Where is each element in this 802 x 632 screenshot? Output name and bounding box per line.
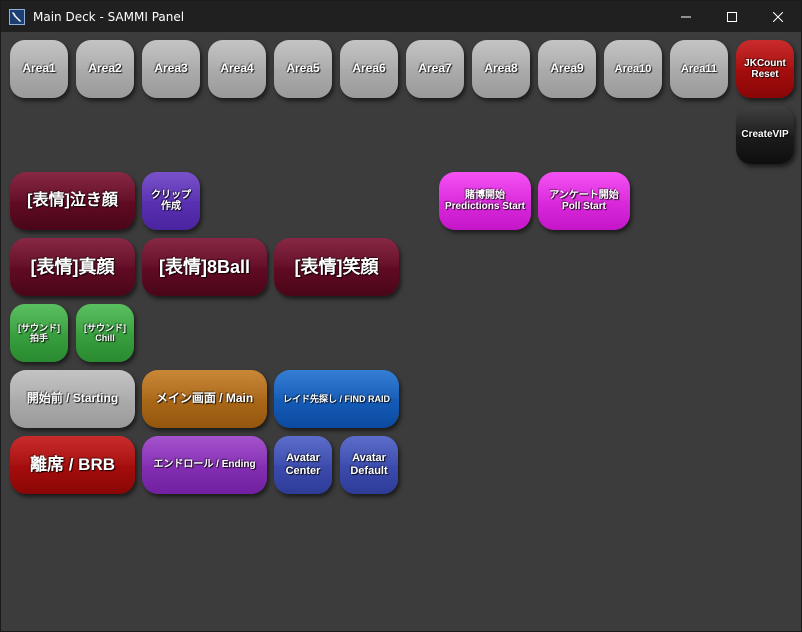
poll-start-label: アンケート開始 Poll Start: [549, 189, 619, 213]
sound-clap-button[interactable]: [サウンド] 拍手: [10, 304, 68, 362]
face-8ball-label: [表情]8Ball: [158, 256, 250, 277]
sound-chill-button[interactable]: [サウンド] Chill: [76, 304, 134, 362]
area10-label: Area10: [614, 62, 652, 75]
ending-scene-button[interactable]: エンドロール / Ending: [142, 436, 267, 494]
area8-label: Area8: [484, 61, 518, 76]
area3-label: Area3: [154, 61, 188, 76]
brb-scene-button[interactable]: 離席 / BRB: [10, 436, 135, 494]
area11-label: Area11: [680, 62, 718, 75]
area11-button[interactable]: Area11: [670, 40, 728, 98]
clip-create-label: クリップ 作成: [151, 189, 191, 213]
ending-scene-label: エンドロール / Ending: [153, 459, 256, 471]
maximize-button[interactable]: [709, 1, 755, 32]
avatar-default-button[interactable]: Avatar Default: [340, 436, 398, 494]
title-bar[interactable]: Main Deck - SAMMI Panel: [1, 1, 801, 32]
poll-start-button[interactable]: アンケート開始 Poll Start: [538, 172, 630, 230]
area5-button[interactable]: Area5: [274, 40, 332, 98]
create-vip-label: CreateVIP: [741, 129, 789, 141]
minimize-icon: [681, 16, 691, 17]
area5-label: Area5: [286, 61, 320, 76]
predictions-start-button[interactable]: 賭博開始 Predictions Start: [439, 172, 531, 230]
avatar-center-button[interactable]: Avatar Center: [274, 436, 332, 494]
main-scene-button[interactable]: メイン画面 / Main: [142, 370, 267, 428]
brb-scene-label: 離席 / BRB: [30, 455, 115, 475]
predictions-start-label: 賭博開始 Predictions Start: [444, 189, 526, 213]
area10-button[interactable]: Area10: [604, 40, 662, 98]
area6-label: Area6: [352, 61, 386, 76]
area8-button[interactable]: Area8: [472, 40, 530, 98]
avatar-default-label: Avatar Default: [350, 452, 388, 477]
face-cry-label: [表情]泣き顔: [27, 191, 118, 209]
face-cry-button[interactable]: [表情]泣き顔: [10, 172, 135, 230]
area7-button[interactable]: Area7: [406, 40, 464, 98]
area1-button[interactable]: Area1: [10, 40, 68, 98]
face-smile-button[interactable]: [表情]笑顔: [274, 238, 399, 296]
face-serious-label: [表情]真顔: [30, 256, 115, 277]
area6-button[interactable]: Area6: [340, 40, 398, 98]
area4-label: Area4: [220, 61, 254, 76]
area2-button[interactable]: Area2: [76, 40, 134, 98]
close-button[interactable]: [755, 1, 801, 32]
main-scene-label: メイン画面 / Main: [155, 391, 254, 406]
sound-clap-label: [サウンド] 拍手: [18, 322, 60, 343]
create-vip-button[interactable]: CreateVIP: [736, 106, 794, 164]
minimize-button[interactable]: [663, 1, 709, 32]
starting-scene-label: 開始前 / Starting: [26, 391, 119, 406]
area9-label: Area9: [550, 61, 584, 76]
clip-create-button[interactable]: クリップ 作成: [142, 172, 200, 230]
window-title: Main Deck - SAMMI Panel: [33, 10, 185, 24]
area4-button[interactable]: Area4: [208, 40, 266, 98]
face-serious-button[interactable]: [表情]真顔: [10, 238, 135, 296]
area1-label: Area1: [22, 61, 56, 76]
close-icon: [773, 11, 783, 22]
avatar-center-label: Avatar Center: [285, 452, 321, 477]
area2-label: Area2: [88, 61, 122, 76]
face-smile-label: [表情]笑顔: [294, 256, 379, 277]
maximize-icon: [727, 11, 737, 22]
sound-chill-label: [サウンド] Chill: [84, 322, 126, 343]
find-raid-label: レイド先探し / FIND RAID: [283, 393, 390, 404]
area3-button[interactable]: Area3: [142, 40, 200, 98]
area7-label: Area7: [418, 61, 452, 76]
starting-scene-button[interactable]: 開始前 / Starting: [10, 370, 135, 428]
jkcount-reset-label: JKCount Reset: [744, 57, 786, 81]
jkcount-reset-button[interactable]: JKCount Reset: [736, 40, 794, 98]
sammi-wrench-icon: [9, 9, 25, 25]
find-raid-button[interactable]: レイド先探し / FIND RAID: [274, 370, 399, 428]
face-8ball-button[interactable]: [表情]8Ball: [142, 238, 267, 296]
area9-button[interactable]: Area9: [538, 40, 596, 98]
